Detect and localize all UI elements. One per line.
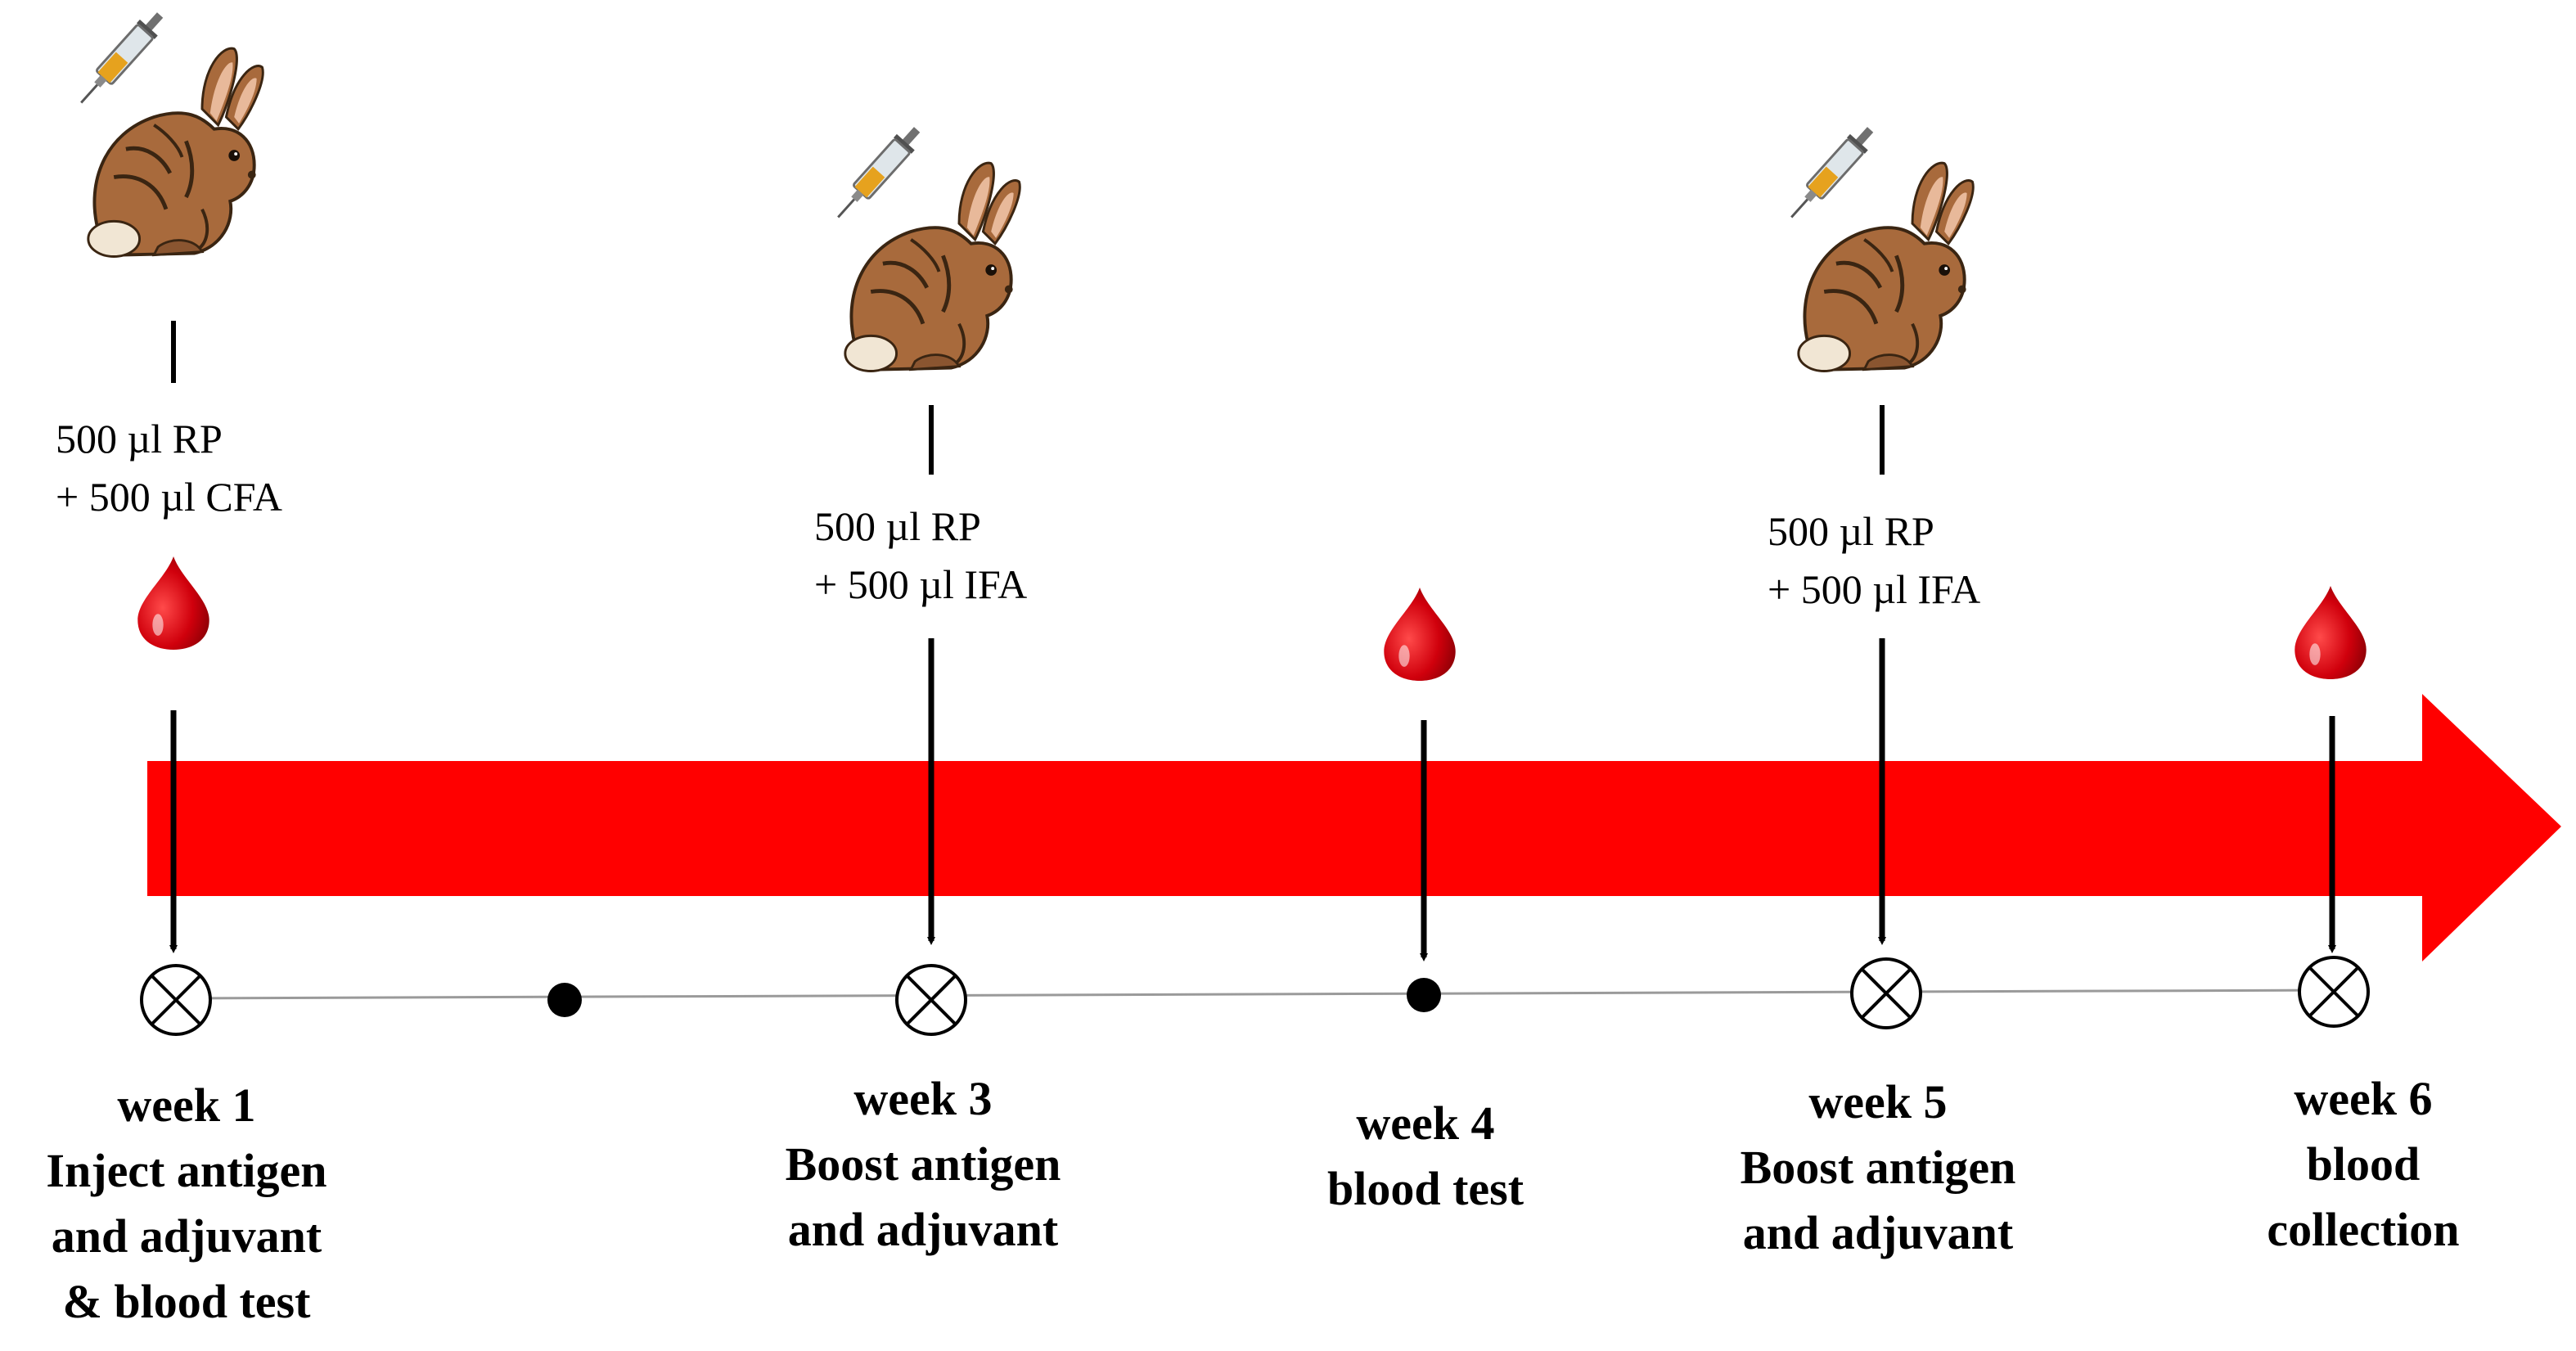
milestone-line: collection — [2267, 1203, 2459, 1256]
milestone-line: week 4 — [1356, 1097, 1494, 1150]
milestone-line: week 6 — [2294, 1072, 2432, 1125]
dose-label-3b: + 500 µl IFA — [1768, 566, 1980, 612]
milestone-week-4: week 4 blood test — [1327, 1097, 1524, 1215]
dose-label-1b: + 500 µl CFA — [56, 474, 282, 520]
timeline-baseline — [175, 988, 2335, 1000]
dose-label-1: 500 µl RP — [56, 416, 223, 462]
blood-drop-icon — [2295, 586, 2367, 679]
milestone-line: Boost antigen — [1741, 1141, 2016, 1194]
milestone-line: week 5 — [1808, 1075, 1947, 1128]
dose-label-3: 500 µl RP — [1768, 508, 1934, 554]
blood-drop-icon — [1384, 588, 1456, 681]
milestone-week-3: week 3 Boost antigen and adjuvant — [786, 1072, 1061, 1256]
milestone-line: & blood test — [63, 1275, 312, 1328]
rabbit-syringe-icon — [829, 122, 1020, 372]
dose-label-2: 500 µl RP — [814, 503, 981, 549]
milestone-line: blood — [2307, 1137, 2421, 1191]
rabbit-syringe-icon — [72, 7, 263, 257]
milestone-line: week 3 — [853, 1072, 992, 1125]
milestone-line: Inject antigen — [46, 1144, 327, 1197]
circle-x-icon — [140, 964, 212, 1036]
milestone-week-1: week 1 Inject antigen and adjuvant & blo… — [46, 1079, 327, 1328]
milestone-line: and adjuvant — [788, 1203, 1059, 1256]
blood-drop-icon — [137, 556, 209, 650]
milestone-line: Boost antigen — [786, 1137, 1061, 1191]
circle-x-icon — [1850, 957, 1922, 1029]
milestone-line: blood test — [1327, 1162, 1524, 1215]
milestone-week-6: week 6 blood collection — [2267, 1072, 2459, 1256]
rabbit-syringe-icon — [1782, 122, 1973, 372]
circle-x-icon — [2298, 956, 2370, 1028]
milestone-line: and adjuvant — [1743, 1206, 2014, 1259]
circle-x-icon — [895, 964, 967, 1036]
filled-dot-icon — [547, 983, 582, 1017]
milestone-line: and adjuvant — [52, 1209, 322, 1263]
milestone-week-5: week 5 Boost antigen and adjuvant — [1741, 1075, 2016, 1259]
dose-label-2b: + 500 µl IFA — [814, 561, 1027, 607]
milestone-line: week 1 — [117, 1079, 255, 1132]
timeline-arrow — [147, 694, 2561, 961]
filled-dot-icon — [1407, 978, 1441, 1012]
